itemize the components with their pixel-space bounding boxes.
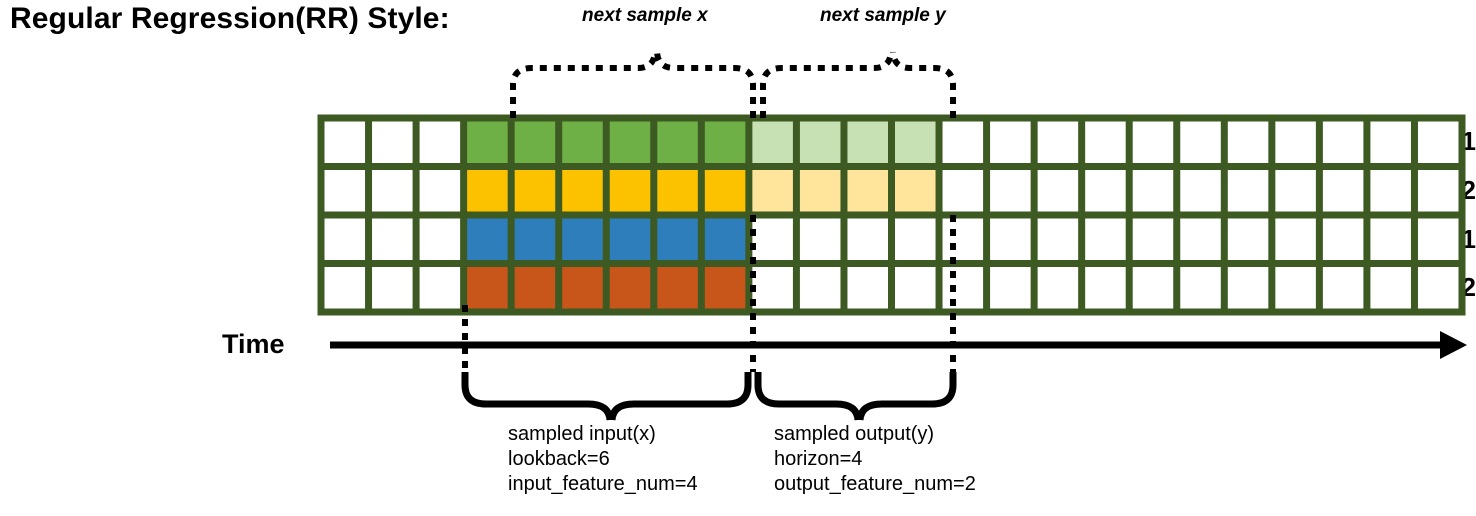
sampled-output-line-2: horizon=4 (774, 448, 863, 470)
grid-cell-r4-c5 (511, 263, 559, 312)
annotation-sampled-input: sampled input(x) lookback=6 input_featur… (508, 422, 698, 497)
grid-cell-r1-c6 (558, 118, 607, 167)
grid-cell-r4-c7 (606, 263, 654, 312)
grid-cell-r2-c6 (558, 166, 607, 215)
grid-hline-4 (317, 308, 1466, 316)
grid-cell-r2-c12 (843, 166, 892, 215)
grid-cell-r1-c9 (701, 118, 749, 167)
grid-cell-r3-c7 (606, 215, 654, 264)
grid-cell-r2-c7 (606, 166, 654, 215)
timeline-grid-borders (317, 114, 1466, 316)
grid-hline-2 (317, 211, 1466, 219)
grid-cell-r1-c12 (843, 118, 892, 167)
sampled-input-line-3: input_feature_num=4 (508, 473, 698, 495)
grid-hline-3 (317, 260, 1466, 267)
grid-cell-r2-c8 (653, 166, 702, 215)
grid-cell-r2-c10 (748, 166, 797, 215)
sampled-input-line-1: sampled input(x) (508, 423, 656, 445)
sampled-output-line-1: sampled output(y) (774, 423, 935, 445)
annotation-next-sample-y: next sample y (820, 5, 946, 26)
bottom-brace-input (461, 372, 752, 421)
grid-hline-1 (317, 163, 1466, 170)
grid-cell-r2-c13 (891, 166, 940, 215)
time-axis (330, 331, 1467, 359)
grid-cell-r3-c5 (511, 215, 559, 264)
grid-cell-r2-c4 (463, 166, 512, 215)
dotted-guides (462, 215, 956, 372)
grid-cell-r3-c6 (558, 215, 607, 264)
grid-cell-r1-c4 (463, 118, 512, 167)
grid-cell-r1-c11 (796, 118, 844, 167)
grid-cell-r1-c8 (653, 118, 702, 167)
grid-cell-r2-c9 (701, 166, 749, 215)
grid-cell-r3-c4 (463, 215, 512, 264)
grid-cell-r4-c4 (463, 263, 512, 312)
grid-cell-r1-c10 (748, 118, 797, 167)
annotation-sampled-output: sampled output(y) horizon=4 output_featu… (774, 422, 976, 497)
grid-cell-r2-c5 (511, 166, 559, 215)
grid-cell-r4-c8 (653, 263, 702, 312)
sampled-output-line-3: output_feature_num=2 (774, 473, 976, 495)
grid-cell-r4-c6 (558, 263, 607, 312)
page-title: Regular Regression(RR) Style: (10, 2, 450, 35)
time-axis-label: Time (222, 329, 285, 359)
grid-cell-r4-c9 (701, 263, 749, 312)
grid-cell-r2-c11 (796, 166, 844, 215)
grid-cell-r3-c9 (701, 215, 749, 264)
grid-cell-r1-c13 (891, 118, 940, 167)
grid-cell-r1-c5 (511, 118, 559, 167)
top-brace-next-sample-y (760, 51, 956, 118)
sampled-input-line-2: lookback=6 (508, 448, 610, 470)
grid-hline-0 (317, 114, 1466, 122)
annotation-next-sample-x: next sample x (582, 5, 708, 26)
top-brace-next-sample-x (510, 51, 756, 118)
grid-cell-r3-c8 (653, 215, 702, 264)
bottom-brace-output (754, 372, 957, 421)
grid-cell-r1-c7 (606, 118, 654, 167)
